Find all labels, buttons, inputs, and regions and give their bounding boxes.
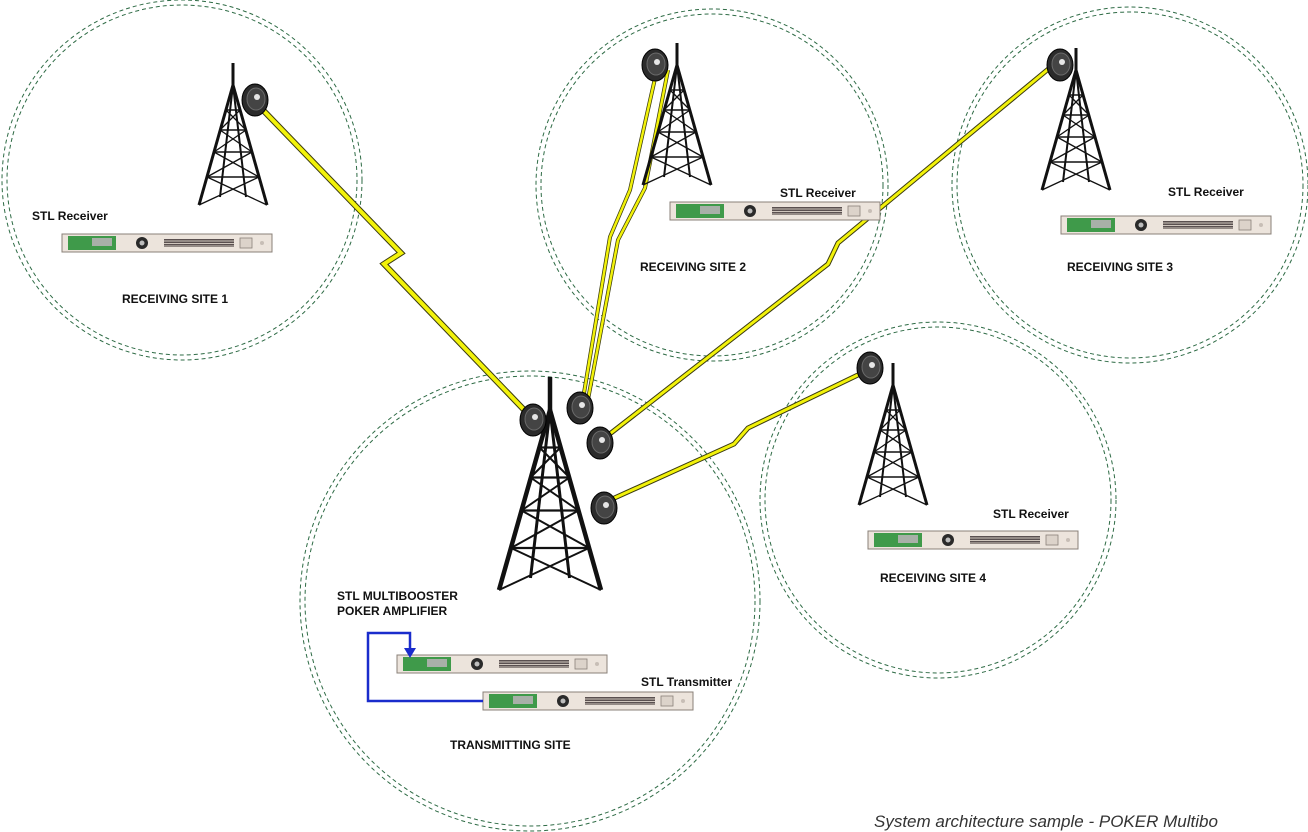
- dish-tx-2-icon: [566, 391, 594, 425]
- site-label-rx2: RECEIVING SITE 2: [640, 260, 746, 274]
- site-label-rx3: RECEIVING SITE 3: [1067, 260, 1173, 274]
- site-boundary-rx1: [1, 0, 363, 361]
- site-label-rx1: RECEIVING SITE 1: [122, 292, 228, 306]
- rack-rx3: [1060, 215, 1272, 235]
- device-label-rx3: STL Receiver: [1168, 185, 1244, 199]
- rack-rx1: [61, 233, 273, 253]
- site-label-rx4: RECEIVING SITE 4: [880, 571, 986, 585]
- link-rx2-b: [584, 69, 670, 411]
- feed-cable: [366, 631, 483, 703]
- amplifier-label-line2: POKER AMPLIFIER: [337, 604, 448, 618]
- diagram-caption: System architecture sample - POKER Multi…: [874, 812, 1218, 831]
- site-boundary-rx2: [535, 8, 889, 362]
- link-rx3: [600, 64, 1054, 442]
- device-label-rx1: STL Receiver: [32, 209, 108, 223]
- link-rx1: [258, 105, 532, 418]
- amplifier-label-line1: STL MULTIBOOSTER: [337, 589, 458, 603]
- rack-amplifier: [396, 654, 608, 674]
- rack-rx4: [867, 530, 1079, 550]
- link-rx4: [608, 370, 864, 503]
- dish-tx-1-icon: [519, 403, 547, 437]
- dish-tx-4-icon: [590, 491, 618, 525]
- site-boundary-tx: [299, 370, 761, 832]
- device-label-rx4: STL Receiver: [993, 507, 1069, 521]
- rack-rx2: [669, 201, 881, 221]
- link-rx2-a: [580, 64, 660, 406]
- site-boundary-rx4: [759, 321, 1117, 679]
- site-label-tx: TRANSMITTING SITE: [450, 738, 571, 752]
- device-label-rx2: STL Receiver: [780, 186, 856, 200]
- dish-rx4-icon: [856, 351, 884, 385]
- dish-rx2-icon: [641, 48, 669, 82]
- dish-tx-3-icon: [586, 426, 614, 460]
- device-label-tx: STL Transmitter: [641, 675, 732, 689]
- dish-rx3-icon: [1046, 48, 1074, 82]
- site-boundary-rx3: [951, 6, 1308, 364]
- rack-transmitter: [482, 691, 694, 711]
- dish-rx1-icon: [241, 83, 269, 117]
